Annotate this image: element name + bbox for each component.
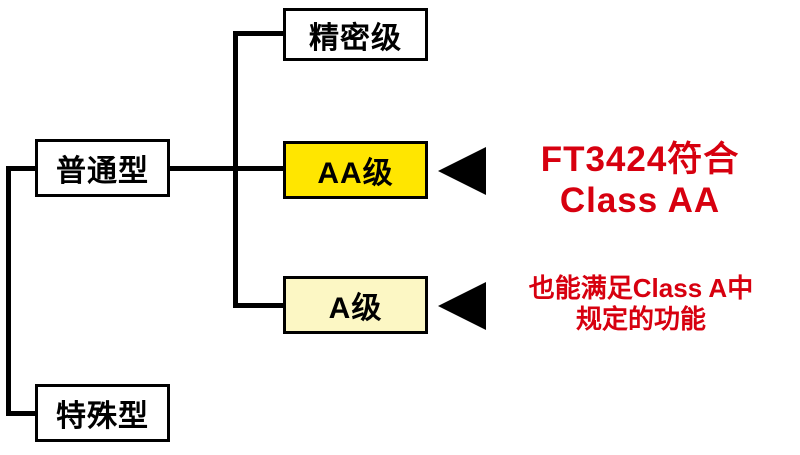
annotation-aa-line1: FT3424符合 xyxy=(540,140,740,179)
connector-right-to-a xyxy=(233,303,285,308)
node-a-grade-label: A级 xyxy=(328,292,383,325)
node-special-type: 特殊型 xyxy=(35,384,170,442)
annotation-aa-note: FT3424符合 Class AA xyxy=(490,139,790,222)
connector-left-to-normal xyxy=(6,166,37,171)
annotation-aa-line2: Class AA xyxy=(559,181,721,221)
connector-normal-to-aa xyxy=(168,166,285,171)
annotation-a-note: 也能满足Class A中 规定的功能 xyxy=(487,273,795,334)
node-precision-grade: 精密级 xyxy=(283,8,428,61)
node-a-grade: A级 xyxy=(283,276,428,334)
arrow-left-a-icon xyxy=(438,282,486,330)
connector-left-trunk xyxy=(6,166,11,416)
annotation-a-line2: 规定的功能 xyxy=(575,303,706,334)
node-precision-grade-label: 精密级 xyxy=(309,21,402,55)
node-normal-type: 普通型 xyxy=(35,139,170,197)
node-normal-type-label: 普通型 xyxy=(56,155,149,188)
arrow-left-aa-icon xyxy=(438,147,486,195)
connector-right-trunk xyxy=(233,31,238,308)
node-special-type-label: 特殊型 xyxy=(56,400,149,433)
node-aa-grade: AA级 xyxy=(283,141,428,199)
annotation-a-line1: 也能满足Class A中 xyxy=(528,273,754,303)
connector-left-to-special xyxy=(6,411,37,416)
node-aa-grade-label: AA级 xyxy=(317,157,394,190)
connector-right-to-precision xyxy=(233,31,285,36)
